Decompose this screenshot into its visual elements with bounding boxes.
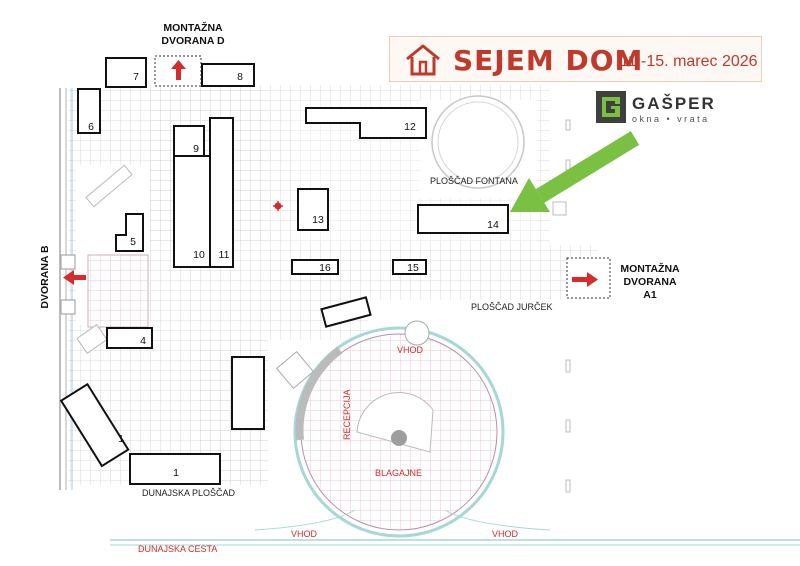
label-vhod-left: VHOD: [291, 529, 318, 539]
label-vhod-top: VHOD: [397, 345, 424, 355]
label-jurcek: PLOŠČAD JURČEK: [471, 302, 553, 312]
booth-1[interactable]: [129, 453, 221, 485]
green-pointer-arrow: [510, 131, 640, 212]
booth-number: 9: [193, 143, 199, 155]
booth-number: 12: [404, 121, 416, 133]
booth-numbers: 7 8 6 9 10 11 12 13 14 5 16 15 4 1 1: [88, 71, 499, 479]
booth-number: 15: [407, 262, 419, 274]
booth-2[interactable]: [106, 327, 153, 349]
booth-3[interactable]: [115, 213, 144, 252]
gasper-logo: GAŠPER okna • vrata: [596, 91, 716, 124]
booth-number: 1: [173, 467, 179, 479]
booth-6[interactable]: [201, 63, 255, 87]
booth-5[interactable]: [105, 57, 147, 88]
arrow-hall-a1: [572, 272, 598, 287]
event-banner: SEJEM DOM 11.-15. marec 2026: [389, 36, 762, 82]
hall-b-label: DVORANA B: [39, 245, 51, 309]
road: [110, 509, 800, 546]
hall-d-label-1: MONTAŽNA: [163, 21, 223, 34]
hall-labels: MONTAŽNA DVORANA D MONTAŽNA DVORANA A1 D…: [39, 21, 680, 309]
booth-number: 13: [312, 214, 324, 226]
booth-13[interactable]: [392, 259, 427, 275]
booth-number: 8: [237, 71, 243, 83]
booth-12[interactable]: [417, 204, 509, 234]
booth-number: 7: [133, 71, 139, 83]
booth-number: 1: [118, 433, 124, 445]
event-title: SEJEM DOM: [453, 44, 644, 77]
hall-d-label-2: DVORANA D: [161, 35, 225, 47]
logo-name: GAŠPER: [632, 94, 716, 113]
label-dunajska-cesta: DUNAJSKA CESTA: [138, 544, 217, 554]
hall-a1-label-1: MONTAŽNA: [620, 262, 680, 275]
pin-icon: [273, 201, 283, 211]
booth-9[interactable]: [209, 117, 234, 268]
center-pillar: [391, 430, 407, 446]
booth-8[interactable]: [173, 155, 211, 268]
booth-number: 6: [88, 121, 94, 133]
booth-1-diag[interactable]: [59, 382, 130, 468]
area-labels: PLOŠČAD FONTANA PLOŠČAD JURČEK DUNAJSKA …: [142, 176, 553, 498]
side-markers: [552, 119, 571, 493]
booth-10[interactable]: [305, 107, 427, 139]
arrow-hall-d: [171, 60, 186, 80]
label-blagajne: BLAGAJNE: [375, 468, 422, 478]
fountain: [431, 95, 525, 189]
label-recepcija: RECEPCIJA: [342, 389, 352, 440]
event-dates: 11.-15. marec 2026: [620, 53, 758, 70]
booth-number: 11: [219, 249, 230, 261]
label-vhod-right: VHOD: [492, 529, 519, 539]
label-dunajska-ploscad: DUNAJSKA PLOŠČAD: [142, 488, 236, 498]
booth-number: 4: [140, 335, 146, 347]
booth-7[interactable]: [173, 125, 205, 157]
red-labels: VHOD BLAGAJNE VHOD VHOD DUNAJSKA CESTA R…: [138, 345, 519, 554]
booth-14[interactable]: [291, 259, 339, 275]
hall-a1-label-2: DVORANA: [623, 276, 677, 288]
booth-number: 10: [193, 249, 205, 261]
booth-11[interactable]: [297, 188, 329, 231]
hall-b-wall: [59, 88, 76, 490]
booth-15[interactable]: [320, 296, 372, 328]
booth-16[interactable]: [231, 356, 265, 430]
booth-number: 5: [130, 236, 136, 248]
hall-a1-label-3: A1: [643, 289, 657, 301]
house-icon: [406, 44, 440, 76]
arrow-hall-b: [63, 270, 86, 285]
booth-number: 16: [319, 262, 331, 274]
booth-4[interactable]: [77, 88, 101, 134]
booth-number: 14: [487, 219, 499, 231]
reception-circle: [275, 320, 505, 538]
booths: [59, 57, 509, 485]
label-fontana: PLOŠČAD FONTANA: [430, 176, 518, 186]
logo-tagline: okna • vrata: [632, 114, 710, 124]
